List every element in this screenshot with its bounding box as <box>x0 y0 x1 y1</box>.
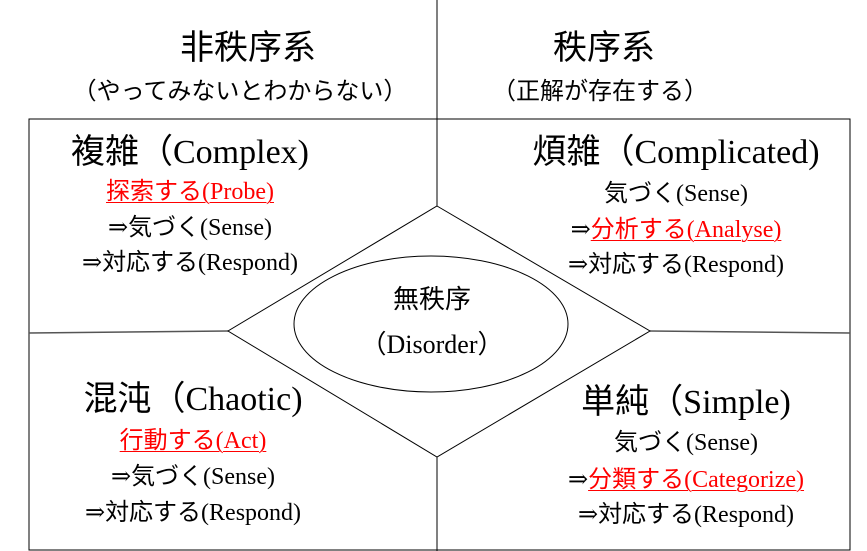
horizontal-divider-right <box>649 330 851 334</box>
simple-action-respond: ⇒対応する(Respond) <box>577 502 795 528</box>
simple-action-categorize: ⇒分類する(Categorize) <box>568 468 804 492</box>
unordered-heading: 非秩序系 <box>180 30 316 67</box>
chaotic-action-act: 行動する(Act) <box>119 428 267 454</box>
categorize-text: 分類する(Categorize) <box>588 467 805 493</box>
disorder-ellipse <box>293 255 569 393</box>
complex-action-respond: ⇒対応する(Respond) <box>81 250 299 276</box>
arrow-prefix: ⇒ <box>567 467 589 493</box>
unordered-subheading: （やってみないとわからない） <box>72 79 408 105</box>
ordered-heading: 秩序系 <box>553 30 655 67</box>
disorder-title: 無秩序 <box>392 285 472 314</box>
chaotic-action-respond: ⇒対応する(Respond) <box>84 500 302 526</box>
complex-title: 複雑（Complex) <box>71 134 309 171</box>
complicated-action-analyse: ⇒分析する(Analyse) <box>571 218 782 242</box>
analyse-text: 分析する(Analyse) <box>590 217 782 243</box>
ordered-subheading: （正解が存在する） <box>492 79 708 105</box>
outer-frame <box>28 118 851 551</box>
chaotic-action-sense: ⇒気づく(Sense) <box>110 464 276 490</box>
arrow-prefix: ⇒ <box>570 217 591 243</box>
chaotic-title: 混沌（Chaotic) <box>83 381 303 418</box>
simple-action-sense: 気づく(Sense) <box>614 430 758 456</box>
complicated-action-respond: ⇒対応する(Respond) <box>567 252 785 278</box>
complex-action-sense: ⇒気づく(Sense) <box>107 215 273 241</box>
simple-title: 単純（Simple) <box>581 384 791 421</box>
horizontal-divider-left <box>28 330 229 334</box>
complicated-title: 煩雑（Complicated) <box>532 134 820 171</box>
complicated-action-sense: 気づく(Sense) <box>604 181 748 207</box>
disorder-subtitle: （Disorder） <box>360 330 504 359</box>
complex-action-probe: 探索する(Probe) <box>106 179 274 205</box>
